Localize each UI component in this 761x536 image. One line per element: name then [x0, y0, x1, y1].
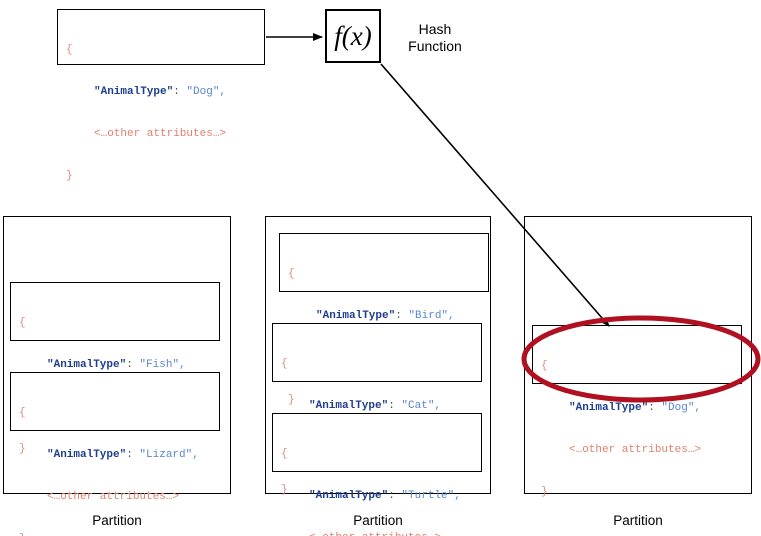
- record-attributes-line: <…other attributes…>: [47, 491, 180, 503]
- partition-2-record-bird: { "AnimalType": "Bird", <…other attribut…: [279, 233, 489, 406]
- hash-function-caption-line2: Function: [408, 38, 462, 54]
- record-attributes-line: <…other attributes…>: [569, 444, 702, 456]
- record-close-brace: }: [288, 394, 295, 406]
- record-open-brace: {: [19, 407, 26, 419]
- record-key-value-line: "AnimalType": "Bird",: [316, 310, 455, 322]
- partition-3-label: Partition: [613, 513, 663, 528]
- source-record-card: { "AnimalType": "Dog", <…other attribute…: [57, 9, 265, 182]
- partition-2-record-cat: { "AnimalType": "Cat", <…other attribute…: [272, 323, 482, 496]
- record-attributes-line: <…other attributes…>: [281, 531, 481, 536]
- record-key-value-line: "AnimalType": "Dog",: [569, 402, 702, 414]
- record-open-brace: {: [281, 358, 288, 370]
- partition-1-record-fish: { "AnimalType": "Fish", <…other attribut…: [10, 282, 220, 455]
- record-open-brace: {: [541, 360, 548, 372]
- partition-2-label: Partition: [353, 513, 403, 528]
- hash-function-label: f(x): [334, 20, 372, 51]
- record-attributes-line: <…other attributes…>: [94, 128, 227, 140]
- record-open-brace: {: [66, 44, 73, 56]
- record-key-value-line: "AnimalType": "Dog",: [94, 86, 227, 98]
- hash-function-caption-line1: Hash: [418, 21, 452, 37]
- partition-3-record-dog: { "AnimalType": "Dog", <…other attribute…: [532, 325, 742, 498]
- record-close-brace: }: [66, 170, 73, 182]
- record-close-brace: }: [281, 484, 288, 496]
- record-open-brace: {: [288, 268, 295, 280]
- record-open-brace: {: [19, 317, 26, 329]
- record-key-value-line: "AnimalType": "Turtle",: [309, 490, 461, 502]
- record-close-brace: }: [541, 486, 548, 498]
- partition-1-record-lizard: { "AnimalType": "Lizard", <…other attrib…: [10, 372, 220, 536]
- partition-1: [3, 216, 231, 494]
- record-close-brace: }: [19, 532, 219, 536]
- partition-2-record-turtle: { "AnimalType": "Turtle", <…other attrib…: [272, 413, 482, 536]
- record-key-value-line: "AnimalType": "Cat",: [309, 400, 442, 412]
- record-key-value-line: "AnimalType": "Lizard",: [47, 449, 199, 461]
- record-open-brace: {: [281, 448, 288, 460]
- partition-1-label: Partition: [92, 513, 142, 528]
- record-close-brace: }: [19, 443, 26, 455]
- hash-function-box: f(x): [325, 9, 381, 63]
- hash-function-caption: Hash Function: [396, 21, 474, 55]
- record-key-value-line: "AnimalType": "Fish",: [47, 359, 186, 371]
